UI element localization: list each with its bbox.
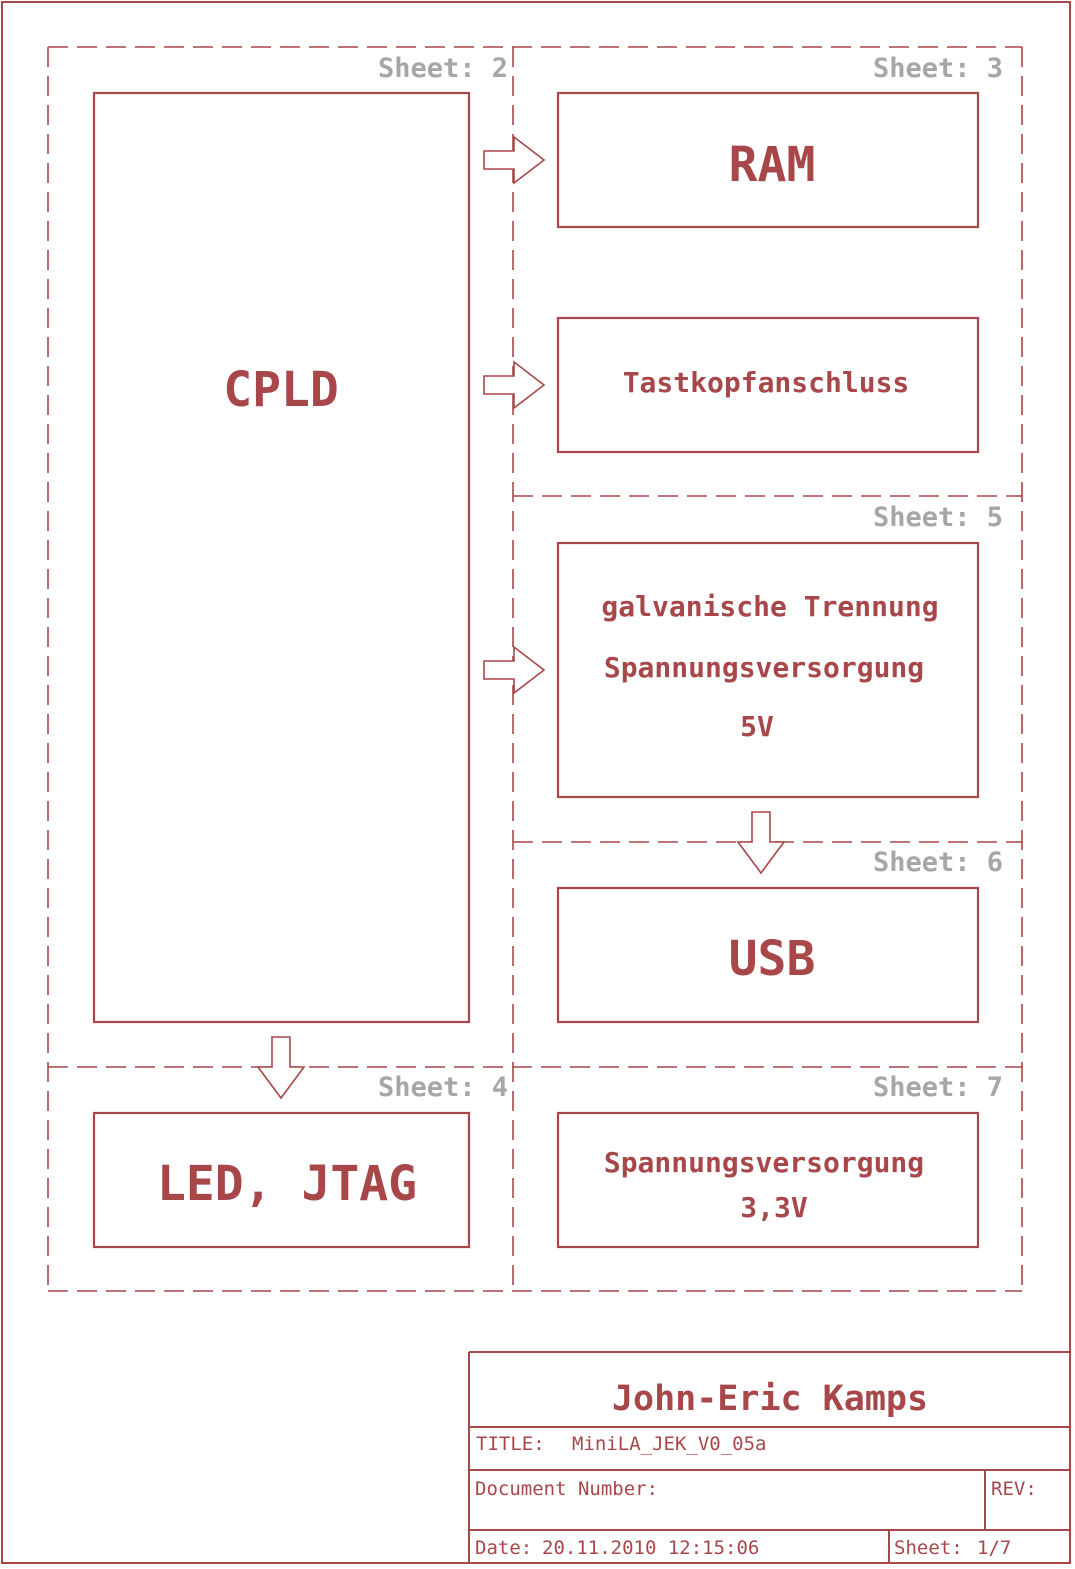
isolation-label-line1: galvanische Trennung: [601, 590, 938, 623]
sheet-number-label: Sheet:: [894, 1537, 963, 1559]
usb-label: USB: [729, 931, 816, 987]
isolation-label-line3: 5V: [740, 710, 774, 743]
date-value: 20.11.2010 12:15:06: [542, 1537, 759, 1559]
title-block: John-Eric Kamps TITLE: MiniLA_JEK_V0_05a…: [468, 1351, 1069, 1562]
led-jtag-block: [92, 1111, 471, 1249]
supply33-label-line2: 3,3V: [740, 1191, 808, 1224]
sheet-label-led-jtag: Sheet: 4: [378, 1072, 508, 1103]
sheet-label-usb: Sheet: 6: [873, 847, 1003, 878]
title-value: MiniLA_JEK_V0_05a: [572, 1433, 766, 1455]
ram-label: RAM: [729, 137, 816, 193]
usb-block: [556, 886, 980, 1024]
arrow-cpld-to-ram: [483, 135, 546, 185]
supply33-label-line1: Spannungsversorgung: [604, 1146, 924, 1179]
arrow-cpld-to-led-jtag: [256, 1036, 306, 1100]
cpld-label: CPLD: [223, 362, 339, 418]
arrow-cpld-to-isolation: [483, 645, 546, 695]
sheet-label-isolation: Sheet: 5: [873, 502, 1003, 533]
arrow-cpld-to-probe: [483, 360, 546, 410]
document-number-label: Document Number:: [475, 1478, 658, 1500]
title-label: TITLE:: [476, 1433, 545, 1455]
isolation-block: [556, 541, 980, 799]
arrow-isolation-to-usb: [736, 811, 786, 875]
sheet-label-ram-probe: Sheet: 3: [873, 53, 1003, 84]
sheet-label-supply33: Sheet: 7: [873, 1072, 1003, 1103]
led-jtag-label: LED, JTAG: [157, 1156, 417, 1212]
ram-block: [556, 91, 980, 229]
probe-label: Tastkopfanschluss: [623, 366, 910, 399]
supply33-block: [556, 1111, 980, 1249]
sheet-label-cpld: Sheet: 2: [378, 53, 508, 84]
probe-block: [556, 316, 980, 454]
date-label: Date:: [475, 1537, 532, 1559]
isolation-label-line2: Spannungsversorgung: [604, 651, 924, 684]
cpld-block: [92, 91, 471, 1024]
author-name: John-Eric Kamps: [612, 1379, 928, 1419]
revision-label: REV:: [991, 1478, 1037, 1500]
sheet-number-value: 1/7: [977, 1537, 1011, 1559]
